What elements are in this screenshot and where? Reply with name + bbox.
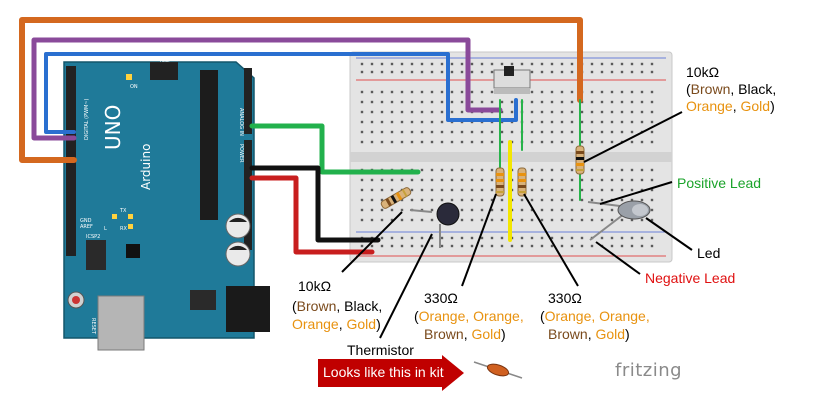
wire-black [249,165,381,243]
kit-arrow [318,355,464,391]
resistor-top-right [575,145,585,175]
brand-text: Arduino [139,144,153,190]
label-left-resistor-colors: (Brown, Black, [292,298,382,315]
digital-header-text: DIGITAL (PWM~) [84,98,90,140]
label-positive-lead: Positive Lead [677,175,762,191]
color-orange: Orange [686,98,733,114]
resistor-330-a [495,167,505,197]
label-top-resistor-colors: (Brown, Black, [686,81,776,98]
components [380,66,651,248]
label-mid-resistor-colors-2: Brown, Gold) [424,326,506,343]
gnd-text: GND [80,218,92,224]
label-top-resistor-value: 10kΩ [686,64,720,80]
reset-text: RESET [90,318,96,335]
color-brown: Brown [296,298,337,314]
color-brown: Brown [424,326,464,342]
color-gold: Gold [595,326,626,342]
wire-red [249,175,375,255]
callout-lines [341,111,693,339]
sep: , [338,316,343,332]
color-brown: Brown [548,326,588,342]
sep: , Black, [730,81,777,97]
resistor-330-b [517,167,527,197]
color-gold: Gold [346,316,377,332]
resistor-left [380,187,412,209]
paren-close: ) [501,326,506,342]
paren-close: ) [770,98,775,114]
thermistor-body [436,202,460,226]
label-left-resistor-value: 10kΩ [298,278,332,294]
fritzing-logo: fritzing [615,360,683,381]
board-name-text: UNO [101,105,125,150]
label-mid-resistor-colors: (Orange, Orange, [414,308,524,325]
paren-open: ( [414,308,419,324]
label-negative-lead: Negative Lead [645,270,736,286]
tx-text: TX [119,208,127,214]
kit-note-text: Looks like this in kit [323,364,444,380]
paren-open: ( [686,81,691,97]
sep: , [463,326,468,342]
thermistor-kit-image [473,361,523,379]
aref-text: AREF [80,224,93,230]
paren-close: ) [625,326,630,342]
paren-open: ( [292,298,297,314]
color-orange: Orange [292,316,339,332]
sep: , [732,98,737,114]
label-thermistor: Thermistor [347,342,414,358]
wire-orange [19,17,583,163]
color-gold: Gold [740,98,771,114]
label-top-resistor-colors-2: Orange, Gold) [686,98,775,115]
icsp-text: ICSP [160,58,171,64]
arduino-uno-board: UNO Arduino DIGITAL (PWM~) ANALOG IN POW… [63,58,270,351]
icsp2-text: ICSP2 [86,234,100,240]
color-gold: Gold [471,326,502,342]
label-right-resistor-colors: (Orange, Orange, [540,308,650,325]
color-orange: Orange, Orange, [544,308,650,324]
analog-header-text: ANALOG IN [238,108,244,136]
color-orange: Orange, Orange, [418,308,524,324]
rx-text: RX [120,226,127,232]
color-brown: Brown [690,81,731,97]
paren-close: ) [376,316,381,332]
label-led: Led [697,245,721,261]
label-mid-resistor-value: 330Ω [424,290,458,306]
label-right-resistor-value: 330Ω [548,290,582,306]
l-text: L [104,226,107,232]
wires [19,17,583,255]
on-text: ON [130,84,138,90]
wire-green [249,123,421,175]
wire-purple [31,37,503,141]
sep: , [587,326,592,342]
paren-open: ( [540,308,545,324]
label-right-resistor-colors-2: Brown, Gold) [548,326,630,343]
power-header-text: POWER [238,144,244,163]
label-left-resistor-colors-2: Orange, Gold) [292,316,381,333]
wire-blue [44,52,518,134]
sep: , Black, [336,298,383,314]
